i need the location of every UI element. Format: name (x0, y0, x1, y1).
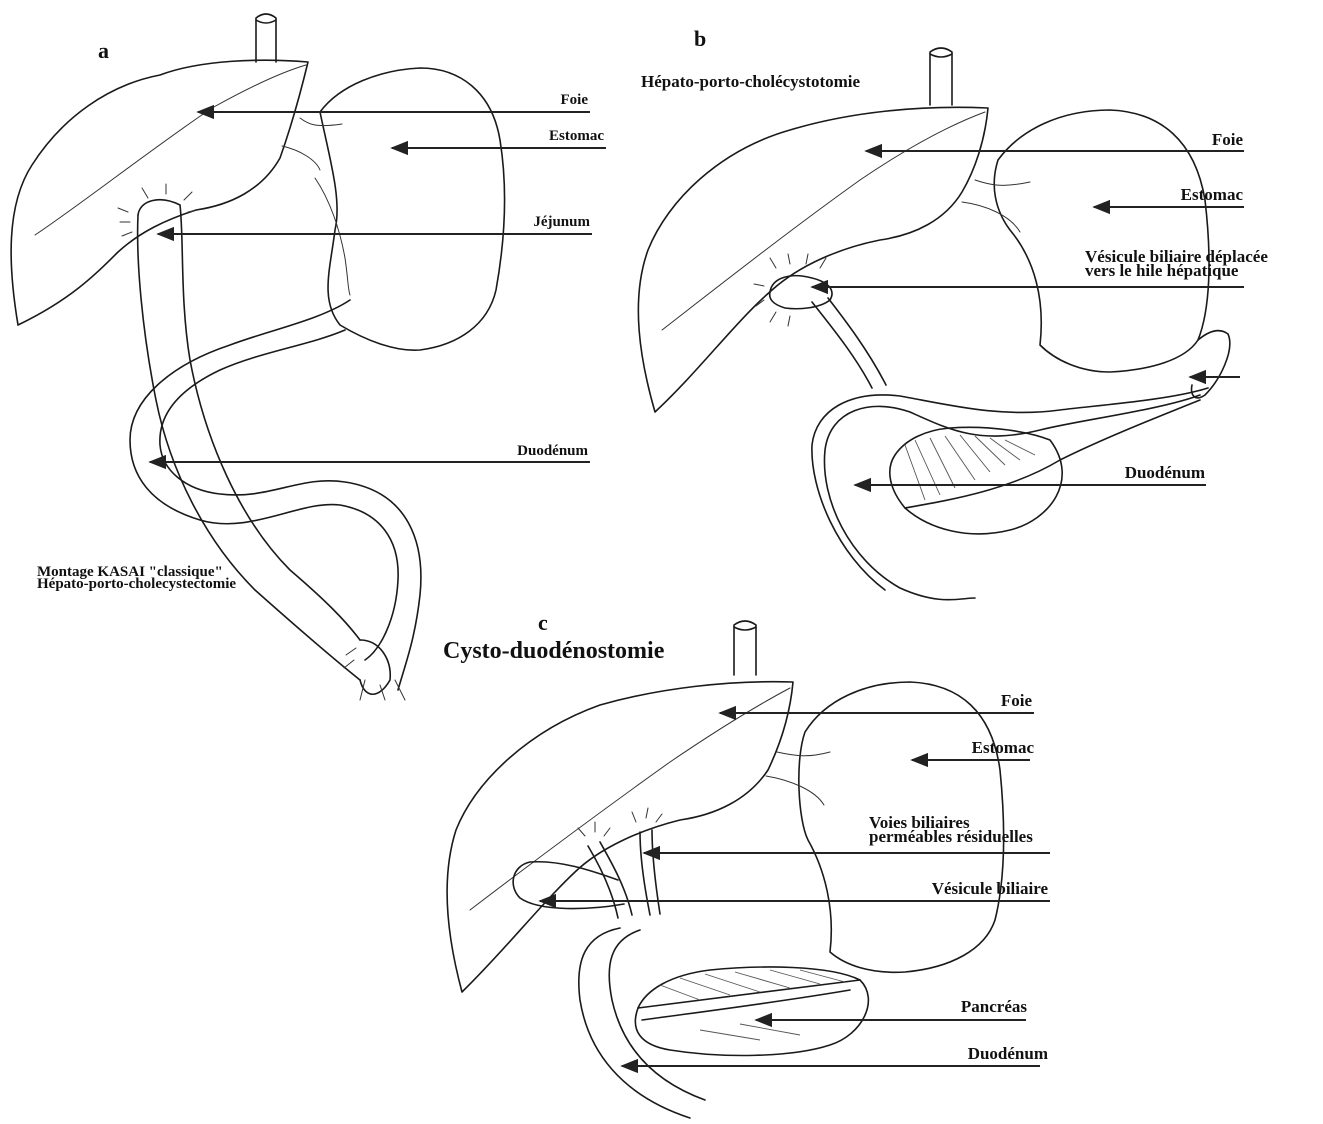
panel-a-letter: a (98, 38, 109, 63)
panel-b-label-foie: Foie (1212, 130, 1244, 149)
panel-c-esophagus (734, 621, 756, 675)
panel-a-label-foie: Foie (561, 92, 589, 108)
panel-c-label-duodenum: Duodénum (968, 1044, 1048, 1063)
panel-c-duodenum (579, 928, 690, 1118)
panel-a-caption-line2: Hépato-porto-cholecystectomie (37, 576, 236, 592)
panel-c-label-voies-line2: perméables résiduelles (869, 827, 1033, 846)
panel-b-esophagus (930, 48, 952, 105)
panel-c-label-foie: Foie (1001, 691, 1033, 710)
panel-c-title: Cysto-duodénostomie (443, 638, 665, 664)
panel-c-liver (447, 682, 793, 992)
panel-b-label-vesicule-line2: vers le hile hépatique (1085, 261, 1239, 280)
panel-a-label-duodenum: Duodénum (517, 443, 588, 459)
panel-b-letter: b (694, 26, 706, 51)
panel-b-stomach (994, 110, 1209, 372)
panel-a-label-estomac: Estomac (549, 128, 604, 144)
panel-a-liver (11, 60, 308, 325)
panel-c-label-vesicule: Vésicule biliaire (932, 879, 1049, 898)
panel-a-label-jejunum: Jéjunum (533, 214, 590, 230)
panel-c-letter: c (538, 610, 548, 635)
panel-b-duodenum (824, 395, 1200, 600)
panel-a: a (11, 14, 606, 700)
panel-c: c Cysto-duodénostomie (443, 610, 1050, 1118)
panel-b: b Hépato-porto-cholécystotomie (638, 26, 1268, 600)
panel-c-label-pancreas: Pancréas (961, 997, 1027, 1016)
panel-b-pancreas-hatching (905, 435, 1035, 500)
panel-b-gallbladder (754, 254, 886, 388)
panel-c-label-estomac: Estomac (972, 738, 1035, 757)
panel-b-label-duodenum: Duodénum (1125, 463, 1205, 482)
panel-a-anastomosis-stitches (118, 184, 198, 236)
panel-a-stomach (320, 68, 505, 350)
panel-c-pancreas (635, 967, 868, 1055)
panel-b-liver (638, 107, 988, 412)
panel-b-title: Hépato-porto-cholécystotomie (641, 72, 861, 91)
panel-b-label-estomac: Estomac (1181, 185, 1244, 204)
panel-a-esophagus (256, 14, 276, 62)
